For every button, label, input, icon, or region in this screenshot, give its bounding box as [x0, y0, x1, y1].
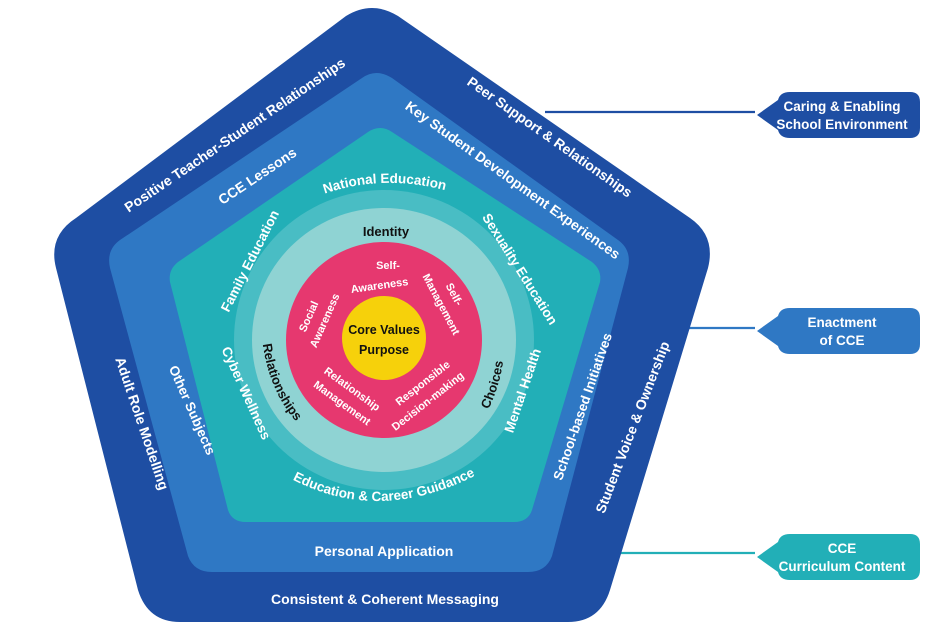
tag-enactment-line2: of CCE — [820, 333, 865, 348]
tag-curriculum-shape — [757, 534, 920, 580]
tag-enactment-shape — [757, 308, 920, 354]
tag-environment-line1: Caring & Enabling — [783, 99, 900, 114]
outer-label-bottom: Consistent & Coherent Messaging — [271, 591, 499, 607]
tag-environment-shape — [757, 92, 920, 138]
core-values-label: Core Values — [348, 323, 420, 337]
core-purpose-label: Purpose — [359, 343, 409, 357]
tag-curriculum-line1: CCE — [828, 541, 857, 556]
tag-environment: Caring & Enabling School Environment — [757, 92, 920, 138]
tag-curriculum: CCE Curriculum Content — [757, 534, 920, 580]
core-circle — [342, 296, 426, 380]
tag-curriculum-line2: Curriculum Content — [779, 559, 906, 574]
tag-enactment: Enactment of CCE — [757, 308, 920, 354]
middle-label-bottom: Personal Application — [315, 543, 454, 559]
ring-label-identity: Identity — [363, 224, 410, 239]
self-awareness-line1: Self- — [376, 260, 400, 272]
tag-enactment-line1: Enactment — [807, 315, 877, 330]
tag-environment-line2: School Environment — [776, 117, 908, 132]
